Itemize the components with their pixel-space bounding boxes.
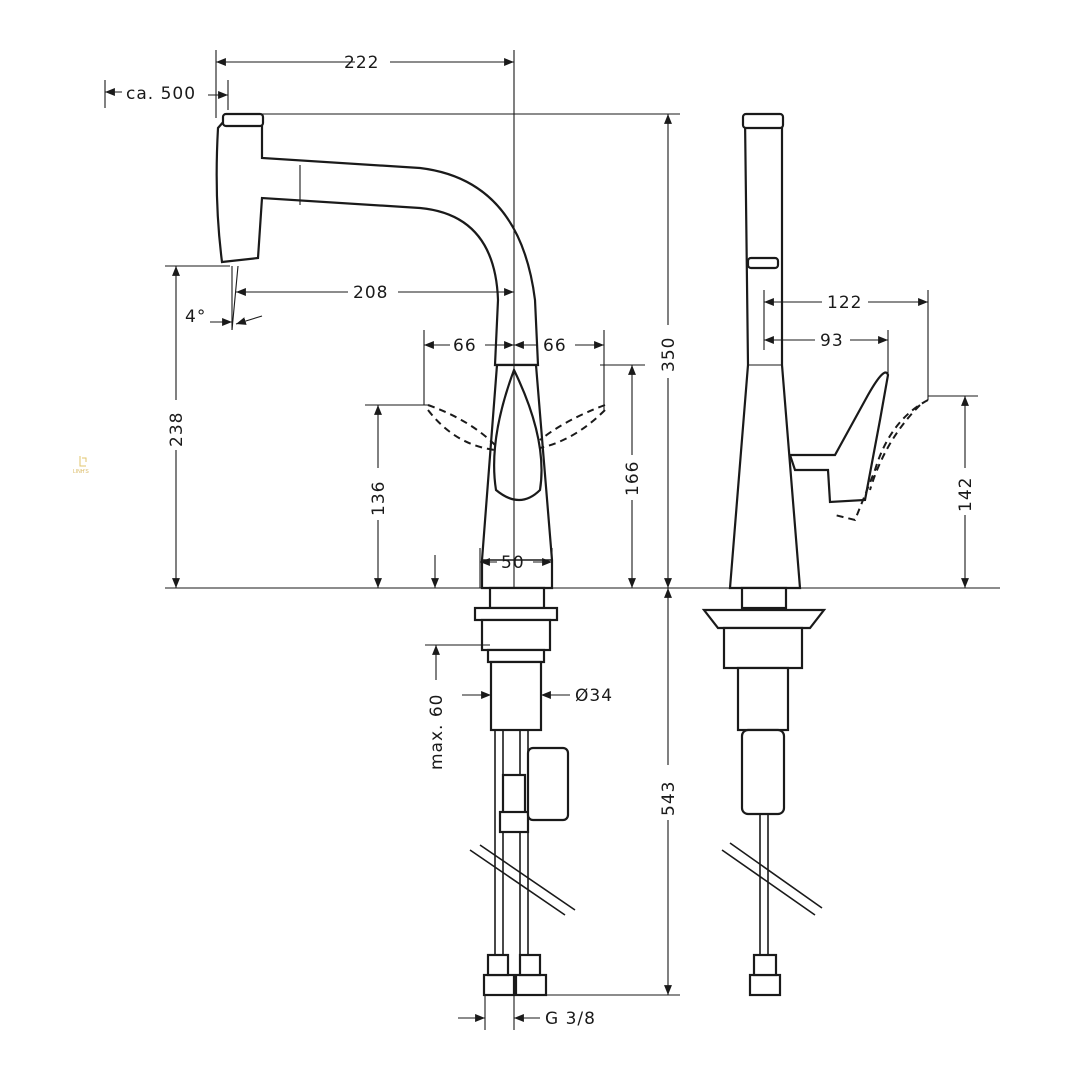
lever-left-position: [427, 404, 496, 451]
dim-pull-out: ca. 500: [126, 84, 196, 104]
dimension-lines: [105, 58, 969, 1022]
dim-handle-height-left: 136: [369, 481, 389, 516]
spray-head-top: [221, 112, 265, 128]
spout: [215, 116, 540, 367]
dim-aerator-height: 238: [167, 412, 187, 447]
dim-hose-length: 543: [659, 781, 679, 816]
lever-handle: [493, 367, 543, 502]
watermark-logo: LINH'S: [73, 456, 89, 475]
dim-side-reach-inner: 93: [820, 331, 844, 351]
shank: [489, 660, 543, 732]
front-view: [215, 112, 606, 997]
dim-handle-left: 66: [453, 336, 477, 356]
side-view: [701, 112, 929, 997]
dim-handle-right: 66: [543, 336, 567, 356]
dim-side-reach-outer: 122: [827, 293, 862, 313]
side-valve-box: [740, 728, 786, 816]
dim-connection-thread: G 3/8: [545, 1009, 596, 1029]
svg-text:LINH'S: LINH'S: [73, 469, 89, 475]
dim-aerator-reach: 208: [353, 283, 388, 303]
dim-side-handle-height: 142: [956, 477, 976, 512]
dim-total-height: 350: [659, 337, 679, 372]
valve-box: [526, 746, 570, 822]
lever-right-position: [539, 404, 606, 449]
side-lever: [788, 371, 890, 504]
dim-spout-reach: 222: [344, 53, 379, 73]
dim-handle-height-right: 166: [623, 461, 643, 496]
dim-base-diameter: 50: [501, 553, 525, 573]
dim-max-deck-thickness: max. 60: [427, 694, 447, 770]
dim-spray-angle: 4°: [185, 307, 206, 327]
dim-shank-diameter: Ø34: [575, 686, 613, 706]
